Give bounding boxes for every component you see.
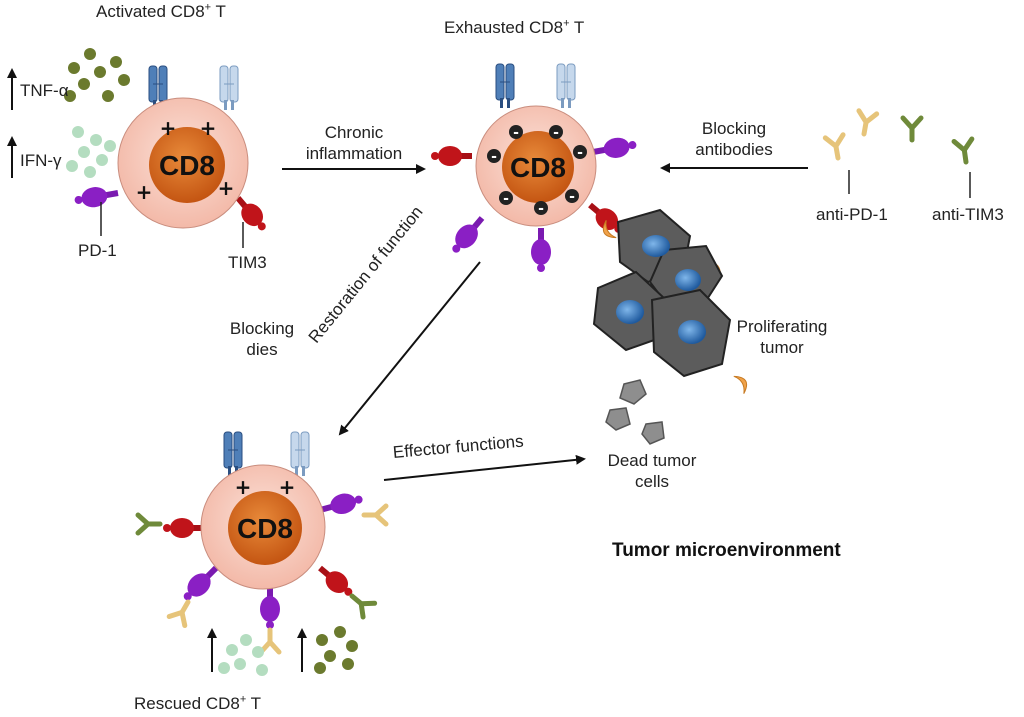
ifn-cytokine-dots (66, 126, 116, 178)
plus-sign: + (160, 116, 177, 140)
tumor-nucleus (616, 300, 644, 324)
plus-sign: + (235, 475, 252, 499)
chronic-inflammation-label: Chronic inflammation (305, 123, 403, 163)
svg-text:-: - (491, 149, 497, 165)
pd1-receptor (591, 134, 639, 162)
ifn-gamma-label: IFN-γ (20, 151, 62, 170)
dead-tumor-cells-label: Dead tumor cells (607, 451, 697, 491)
effector-functions-arrow (383, 454, 586, 481)
minus-signs: - - - - - - - (487, 125, 587, 217)
anti-pd1-antibody (364, 506, 386, 524)
anti-pd1-antibody (261, 630, 279, 652)
tcr-light-receptor (290, 431, 310, 477)
blocking-antibodies-label: Blocking antibodies (695, 119, 773, 159)
plus-sign: + (200, 116, 217, 140)
tumor-nucleus (642, 235, 670, 257)
proliferating-tumor (592, 208, 752, 395)
anti-pd1-label: anti-PD-1 (816, 205, 888, 224)
pd1-label: PD-1 (78, 241, 117, 260)
cell-nucleus (228, 491, 302, 565)
svg-text:-: - (553, 125, 559, 141)
exhausted-cell: CD8 - - - - - - - (431, 63, 639, 272)
tnf-alpha-label: TNF-α (20, 81, 69, 100)
pd1-receptor (72, 183, 120, 211)
svg-text:-: - (577, 145, 583, 161)
cell-label: CD8 (237, 513, 293, 544)
pd1-receptor (260, 585, 280, 629)
cell-nucleus (502, 131, 574, 203)
svg-text:-: - (538, 201, 544, 217)
tumor-microenvironment-label: Tumor microenvironment (612, 540, 841, 561)
anti-tim3-label: anti-TIM3 (932, 205, 1004, 224)
rescued-cell: CD8 + + (138, 431, 386, 652)
tim3-receptor (163, 518, 204, 538)
tumor-nucleus (675, 269, 701, 291)
dead-tumor-cells (605, 379, 665, 445)
tcr-light-receptor (556, 63, 576, 109)
exhausted-cd8-title: Exhausted CD8+ T (444, 17, 585, 37)
activated-cd8-title: Activated CD8+ T (96, 1, 226, 21)
blocking-dies-label: Blocking dies (229, 319, 295, 359)
pd1-receptor (446, 211, 490, 259)
svg-text:-: - (503, 191, 509, 207)
tcr-dark-receptor (495, 63, 515, 109)
tnf-cytokine-dots (64, 48, 130, 102)
anti-pd1-antibodies (825, 111, 876, 160)
pd1-receptor (317, 488, 366, 520)
svg-text:-: - (513, 125, 519, 141)
plus-sign: + (136, 180, 153, 204)
ifn-cytokine-dots (218, 634, 268, 676)
rescued-cd8-title: Rescued CD8+ T (134, 693, 262, 713)
tim3-label: TIM3 (228, 253, 267, 272)
cell-label: CD8 (159, 150, 215, 181)
tim3-receptor (431, 146, 472, 166)
anti-tim3-antibody (138, 515, 160, 533)
svg-text:-: - (569, 189, 575, 205)
tumor-receptor (733, 371, 752, 395)
proliferating-tumor-label: Proliferating tumor (736, 317, 828, 357)
anti-pd1-antibody (169, 598, 196, 626)
plus-sign: + (218, 176, 235, 200)
tumor-nucleus (678, 320, 706, 344)
pd1-receptor (531, 228, 551, 272)
activated-cell: CD8 + + + + (72, 65, 273, 236)
plus-sign: + (279, 475, 296, 499)
anti-tim3-antibodies (903, 118, 975, 163)
tnf-cytokine-dots (314, 626, 358, 674)
restoration-arrow (338, 261, 481, 436)
cell-nucleus (149, 127, 225, 203)
cell-label: CD8 (510, 152, 566, 183)
tcr-light-receptor (219, 65, 239, 111)
